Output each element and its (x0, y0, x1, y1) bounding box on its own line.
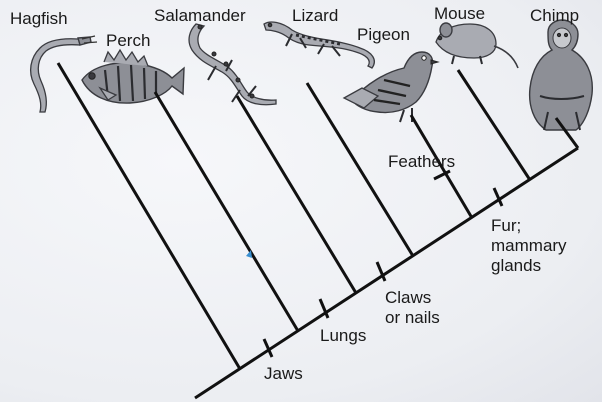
trait-label-fur-line1: Fur; (491, 216, 521, 235)
trait-label-jaws: Jaws (264, 364, 303, 383)
taxon-label-mouse: Mouse (434, 4, 485, 23)
taxon-label-salamander: Salamander (154, 6, 246, 25)
perch-illustration (82, 50, 184, 103)
taxon-label-chimp: Chimp (530, 6, 579, 25)
chimp-illustration (530, 20, 593, 130)
pigeon-illustration (344, 52, 438, 122)
branch-perch-line (155, 92, 298, 331)
trait-label-feathers: Feathers (388, 152, 455, 171)
trait-label-claws-line2: or nails (385, 308, 440, 327)
trait-label-fur-line2: mammary (491, 236, 567, 255)
branch-salamander-line (237, 96, 356, 293)
mouse-illustration (436, 23, 518, 68)
salamander-illustration (189, 24, 276, 105)
trait-label-lungs: Lungs (320, 326, 366, 345)
branch-hagfish-line (58, 63, 240, 369)
trait-label-fur-line3: glands (491, 256, 541, 275)
branch-mouse-line (458, 70, 530, 180)
trait-label-claws-line1: Claws (385, 288, 431, 307)
taxon-label-lizard: Lizard (292, 6, 338, 25)
taxon-label-perch: Perch (106, 31, 150, 50)
taxon-label-hagfish: Hagfish (10, 9, 68, 28)
taxon-label-pigeon: Pigeon (357, 25, 410, 44)
